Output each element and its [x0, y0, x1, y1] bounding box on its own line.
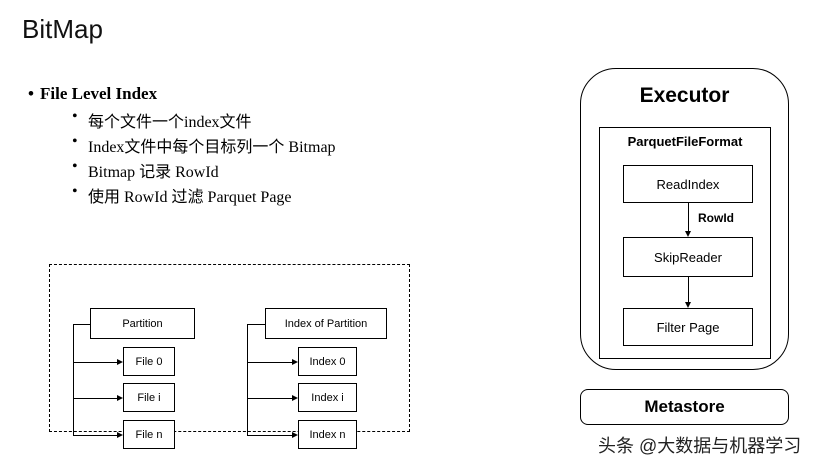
index-partition-box: Index of Partition [265, 308, 387, 339]
arrowhead [117, 432, 123, 438]
file-box: File i [123, 383, 175, 412]
arrowhead [292, 359, 298, 365]
arrowhead [292, 395, 298, 401]
watermark: 头条 @大数据与机器学习 [598, 436, 802, 456]
connector [247, 324, 248, 436]
arrowhead [117, 359, 123, 365]
filter-page-box: Filter Page [623, 308, 753, 346]
parquet-file-format-frame [599, 127, 771, 359]
slide-title: BitMap [22, 14, 103, 44]
connector [73, 324, 74, 436]
index-box: Index 0 [298, 347, 357, 376]
parquet-file-format-title: ParquetFileFormat [627, 134, 743, 149]
executor-title: Executor [639, 84, 730, 107]
index-box: Index n [298, 420, 357, 449]
file-box: File n [123, 420, 175, 449]
connector [247, 324, 265, 325]
bullet-sub: 每个文件一个index文件 [72, 108, 252, 132]
partition-box: Partition [90, 308, 195, 339]
arrowhead [117, 395, 123, 401]
skip-reader-box: SkipReader [623, 237, 753, 277]
connector [73, 362, 117, 363]
arrowhead [685, 302, 691, 308]
bullet-sub: Bitmap 记录 RowId [72, 158, 219, 182]
bullet-sub: 使用 RowId 过滤 Parquet Page [72, 183, 292, 207]
bullet-sub: Index文件中每个目标列一个 Bitmap [72, 133, 336, 157]
connector [247, 362, 292, 363]
bullet-main: File Level Index [28, 84, 157, 104]
metastore-box: Metastore [580, 389, 789, 425]
rowid-label: RowId [698, 211, 734, 225]
connector [688, 203, 689, 231]
connector [247, 398, 292, 399]
connector [247, 435, 292, 436]
read-index-box: ReadIndex [623, 165, 753, 203]
file-box: File 0 [123, 347, 175, 376]
connector [73, 324, 90, 325]
connector [73, 398, 117, 399]
connector [73, 435, 117, 436]
arrowhead [685, 231, 691, 237]
connector [688, 277, 689, 302]
arrowhead [292, 432, 298, 438]
partition-diagram-frame [49, 264, 410, 432]
index-box: Index i [298, 383, 357, 412]
